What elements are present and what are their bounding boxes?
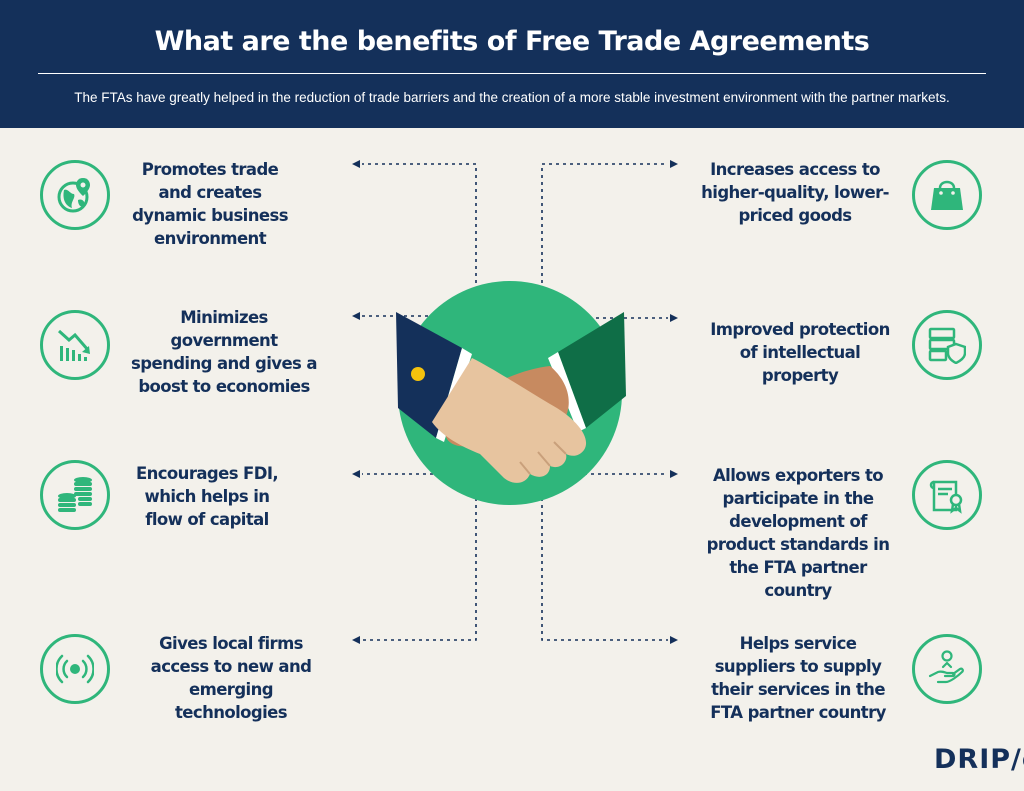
arrow-left-2 <box>352 312 360 320</box>
benefit-minimizes-spending: Minimizes government spending and gives … <box>131 308 317 396</box>
declining-chart-icon <box>40 310 110 380</box>
connector-right-4 <box>541 470 668 641</box>
arrow-right-2 <box>670 314 678 322</box>
connector-right-1 <box>541 163 668 325</box>
connector-left-4 <box>362 470 477 641</box>
signal-waves-icon <box>40 634 110 704</box>
handshake-illustration <box>396 281 626 505</box>
hand-coin-icon <box>912 634 982 704</box>
arrow-right-4 <box>670 636 678 644</box>
benefit-gives-technologies: Gives local firms access to new and emer… <box>150 634 312 722</box>
connector-left-1 <box>362 163 477 325</box>
arrow-left-3 <box>352 470 360 478</box>
coin-stacks-icon <box>40 460 110 530</box>
header-banner: What are the benefits of Free Trade Agre… <box>0 0 1024 128</box>
shopping-bag-icon <box>912 160 982 230</box>
dripcapital-logo: DRIP/c <box>934 744 1024 775</box>
arrow-left-4 <box>352 636 360 644</box>
benefit-promotes-trade: Promotes trade and creates dynamic busin… <box>132 160 288 248</box>
certificate-icon <box>912 460 982 530</box>
arrow-right-3 <box>670 470 678 478</box>
title-divider <box>38 73 986 74</box>
globe-location-icon <box>40 160 110 230</box>
shield-server-icon <box>912 310 982 380</box>
arrow-right-1 <box>670 160 678 168</box>
benefit-allows-exporters: Allows exporters to participate in the d… <box>706 466 890 600</box>
page-title: What are the benefits of Free Trade Agre… <box>154 26 870 57</box>
arrow-left-1 <box>352 160 360 168</box>
benefit-service-suppliers: Helps service suppliers to supply their … <box>710 634 886 722</box>
benefit-increases-access: Increases access to higher-quality, lowe… <box>701 160 889 225</box>
benefit-intellectual-property: Improved protection of intellectual prop… <box>710 320 890 385</box>
page-subtitle: The FTAs have greatly helped in the redu… <box>74 90 950 105</box>
benefit-encourages-fdi: Encourages FDI, which helps in flow of c… <box>135 464 279 529</box>
